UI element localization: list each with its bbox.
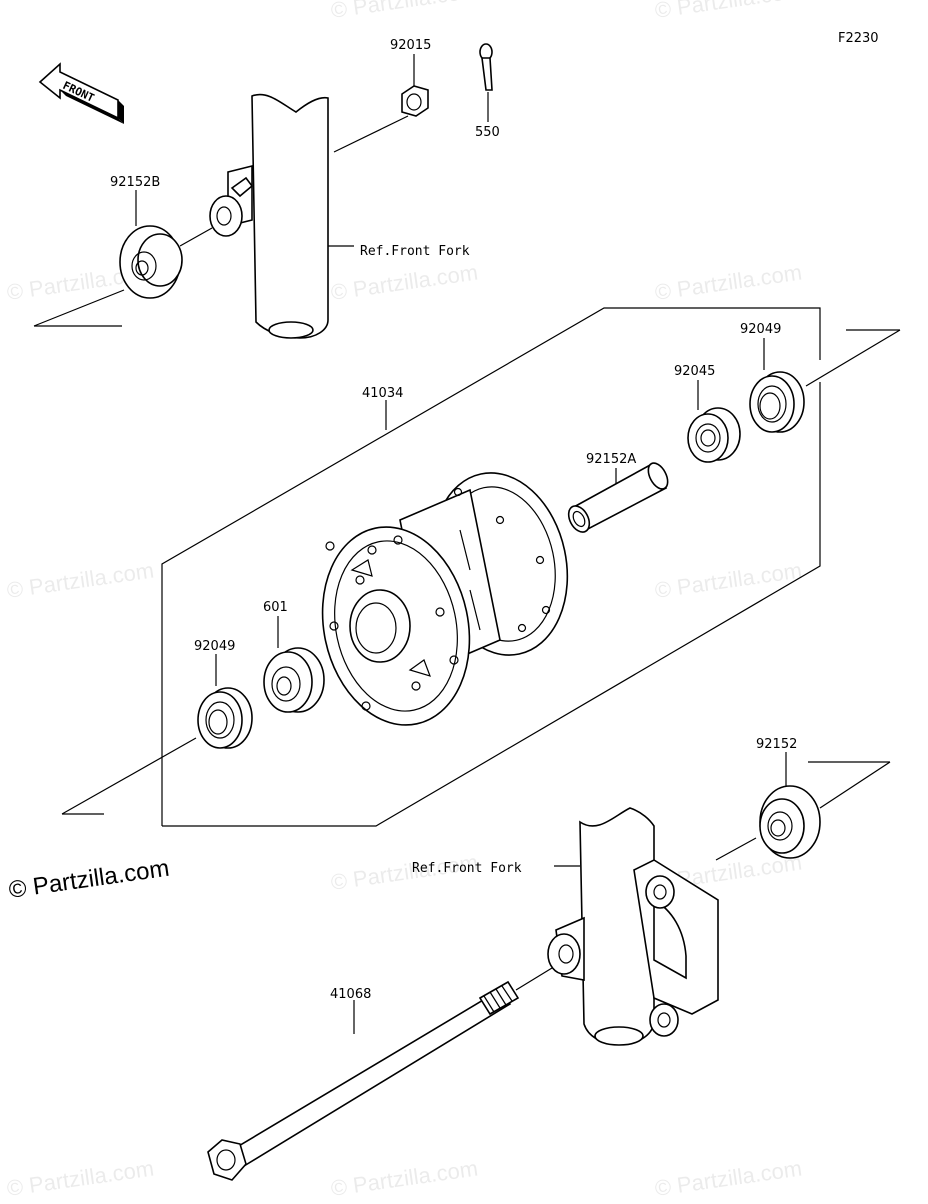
hub-assembly-frame: 41034 <box>161 307 821 827</box>
part-label-92152B: 92152B <box>110 175 160 190</box>
partzilla-watermark: © Partzilla.com <box>7 855 171 904</box>
part-92049-seal-bottom: 92049 <box>61 639 253 815</box>
part-label-601: 601 <box>263 600 288 615</box>
watermark: © Partzilla.com <box>329 1156 479 1200</box>
part-92152-collar: 92152 <box>715 737 891 861</box>
part-label-92049-top: 92049 <box>740 322 781 337</box>
part-label-41034: 41034 <box>362 386 403 401</box>
watermark: © Partzilla.com <box>329 0 479 23</box>
part-41034-hub <box>321 472 569 726</box>
watermark: © Partzilla.com <box>653 558 803 603</box>
watermark: © Partzilla.com <box>5 558 155 603</box>
part-92049-seal-top: 92049 <box>740 322 901 433</box>
front-arrow-icon: FRONT <box>38 62 124 124</box>
watermark: © Partzilla.com <box>5 1156 155 1200</box>
part-label-92049-bottom: 92049 <box>194 639 235 654</box>
part-92015-nut: 92015 <box>333 38 431 153</box>
figure-code: F2230 <box>838 31 879 46</box>
part-label-550: 550 <box>475 125 500 140</box>
watermark: © Partzilla.com <box>653 1156 803 1200</box>
part-label-92015: 92015 <box>390 38 431 53</box>
watermark: © Partzilla.com <box>653 0 803 23</box>
part-label-92152: 92152 <box>756 737 797 752</box>
part-92152A-spacer: 92152A <box>567 452 669 533</box>
part-550-cotter-pin: 550 <box>475 43 500 140</box>
part-601-bearing: 601 <box>263 600 325 713</box>
watermark: © Partzilla.com <box>329 260 479 305</box>
part-label-92152A: 92152A <box>586 452 636 467</box>
part-label-92045: 92045 <box>674 364 715 379</box>
part-label-41068: 41068 <box>330 987 371 1002</box>
part-41068-axle: 41068 <box>207 967 553 1181</box>
ref-front-fork-upper: Ref.Front Fork <box>360 244 470 259</box>
upper-front-fork: Ref.Front Fork <box>209 93 470 339</box>
part-92045-bearing: 92045 <box>674 364 741 463</box>
part-92152B-collar: 92152B <box>33 175 213 327</box>
lower-front-fork: Ref.Front Fork <box>412 807 719 1046</box>
watermark: © Partzilla.com <box>653 260 803 305</box>
ref-front-fork-lower: Ref.Front Fork <box>412 861 522 876</box>
